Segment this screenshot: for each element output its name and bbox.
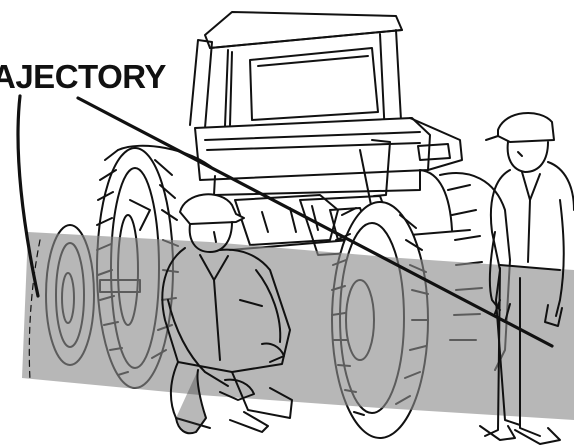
trajectory-label: AJECTORY [0,60,166,93]
